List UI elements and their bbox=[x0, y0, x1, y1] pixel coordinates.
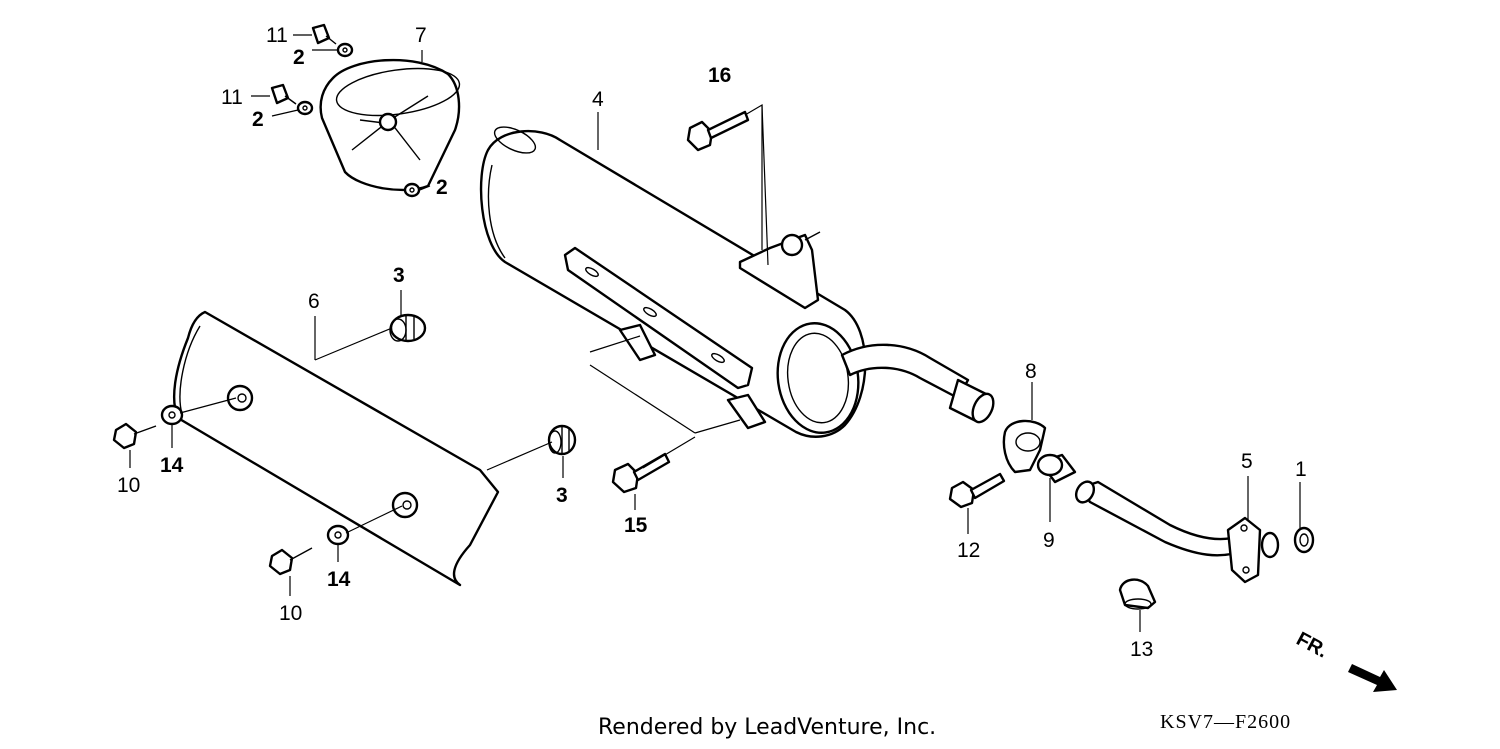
end-cap-part-7[interactable] bbox=[319, 58, 463, 192]
exhaust-pipe-part-5[interactable] bbox=[1073, 478, 1280, 584]
callout-15: 15 bbox=[624, 514, 648, 537]
grommet-part-3-lower[interactable] bbox=[547, 424, 577, 456]
callout-10-lower: 10 bbox=[279, 602, 302, 625]
bolt-part-12[interactable] bbox=[948, 472, 1006, 509]
bolt-part-15[interactable] bbox=[611, 452, 671, 494]
bolt-part-16[interactable] bbox=[686, 110, 750, 152]
callout-2-lower: 2 bbox=[436, 176, 448, 199]
callout-7: 7 bbox=[415, 24, 427, 47]
callout-13: 13 bbox=[1130, 638, 1153, 661]
callout-2-middle: 2 bbox=[252, 108, 264, 131]
callout-2-upper: 2 bbox=[293, 46, 305, 69]
callout-3-lower: 3 bbox=[556, 484, 568, 507]
callout-12: 12 bbox=[957, 539, 980, 562]
front-direction-arrow bbox=[1348, 664, 1397, 692]
render-credit: Rendered by LeadVenture, Inc. bbox=[598, 715, 937, 740]
muffler-part-4[interactable] bbox=[479, 122, 997, 438]
callout-1: 1 bbox=[1295, 458, 1307, 481]
callout-16: 16 bbox=[708, 64, 731, 87]
washer-part-2-lower[interactable] bbox=[403, 182, 421, 198]
screw-part-11-upper[interactable] bbox=[311, 23, 337, 45]
callout-3-upper: 3 bbox=[393, 264, 405, 287]
nut-part-13[interactable] bbox=[1118, 578, 1157, 610]
washer-part-2-upper[interactable] bbox=[336, 42, 354, 58]
bolt-part-10-lower[interactable] bbox=[268, 547, 313, 576]
callout-14-lower: 14 bbox=[327, 568, 351, 591]
callout-11-lower: 11 bbox=[221, 86, 243, 109]
callout-11-upper: 11 bbox=[266, 24, 288, 47]
diagram-code: KSV7—F2600 bbox=[1160, 711, 1292, 733]
callout-5: 5 bbox=[1241, 450, 1253, 473]
collar-part-9[interactable] bbox=[1036, 453, 1077, 484]
bolt-part-10-upper[interactable] bbox=[112, 422, 157, 450]
heat-shield-part-6[interactable] bbox=[172, 310, 500, 587]
callout-10-upper: 10 bbox=[117, 474, 140, 497]
gasket-part-1[interactable] bbox=[1293, 526, 1315, 554]
washer-part-14-upper[interactable] bbox=[160, 404, 184, 426]
grommet-part-3-upper[interactable] bbox=[389, 313, 427, 343]
clamp-part-8[interactable] bbox=[1002, 419, 1047, 474]
callout-4: 4 bbox=[592, 88, 604, 111]
callout-6: 6 bbox=[308, 290, 320, 313]
callout-9: 9 bbox=[1043, 529, 1055, 552]
callout-8: 8 bbox=[1025, 360, 1037, 383]
leader-lines bbox=[129, 34, 1301, 632]
washer-part-14-lower[interactable] bbox=[326, 524, 350, 546]
callout-labels: 11 2 7 11 2 2 16 4 3 6 8 10 14 3 15 5 1 … bbox=[117, 24, 1307, 661]
callout-14-upper: 14 bbox=[160, 454, 184, 477]
washer-part-2-middle[interactable] bbox=[296, 100, 314, 116]
screw-part-11-lower[interactable] bbox=[270, 83, 297, 105]
